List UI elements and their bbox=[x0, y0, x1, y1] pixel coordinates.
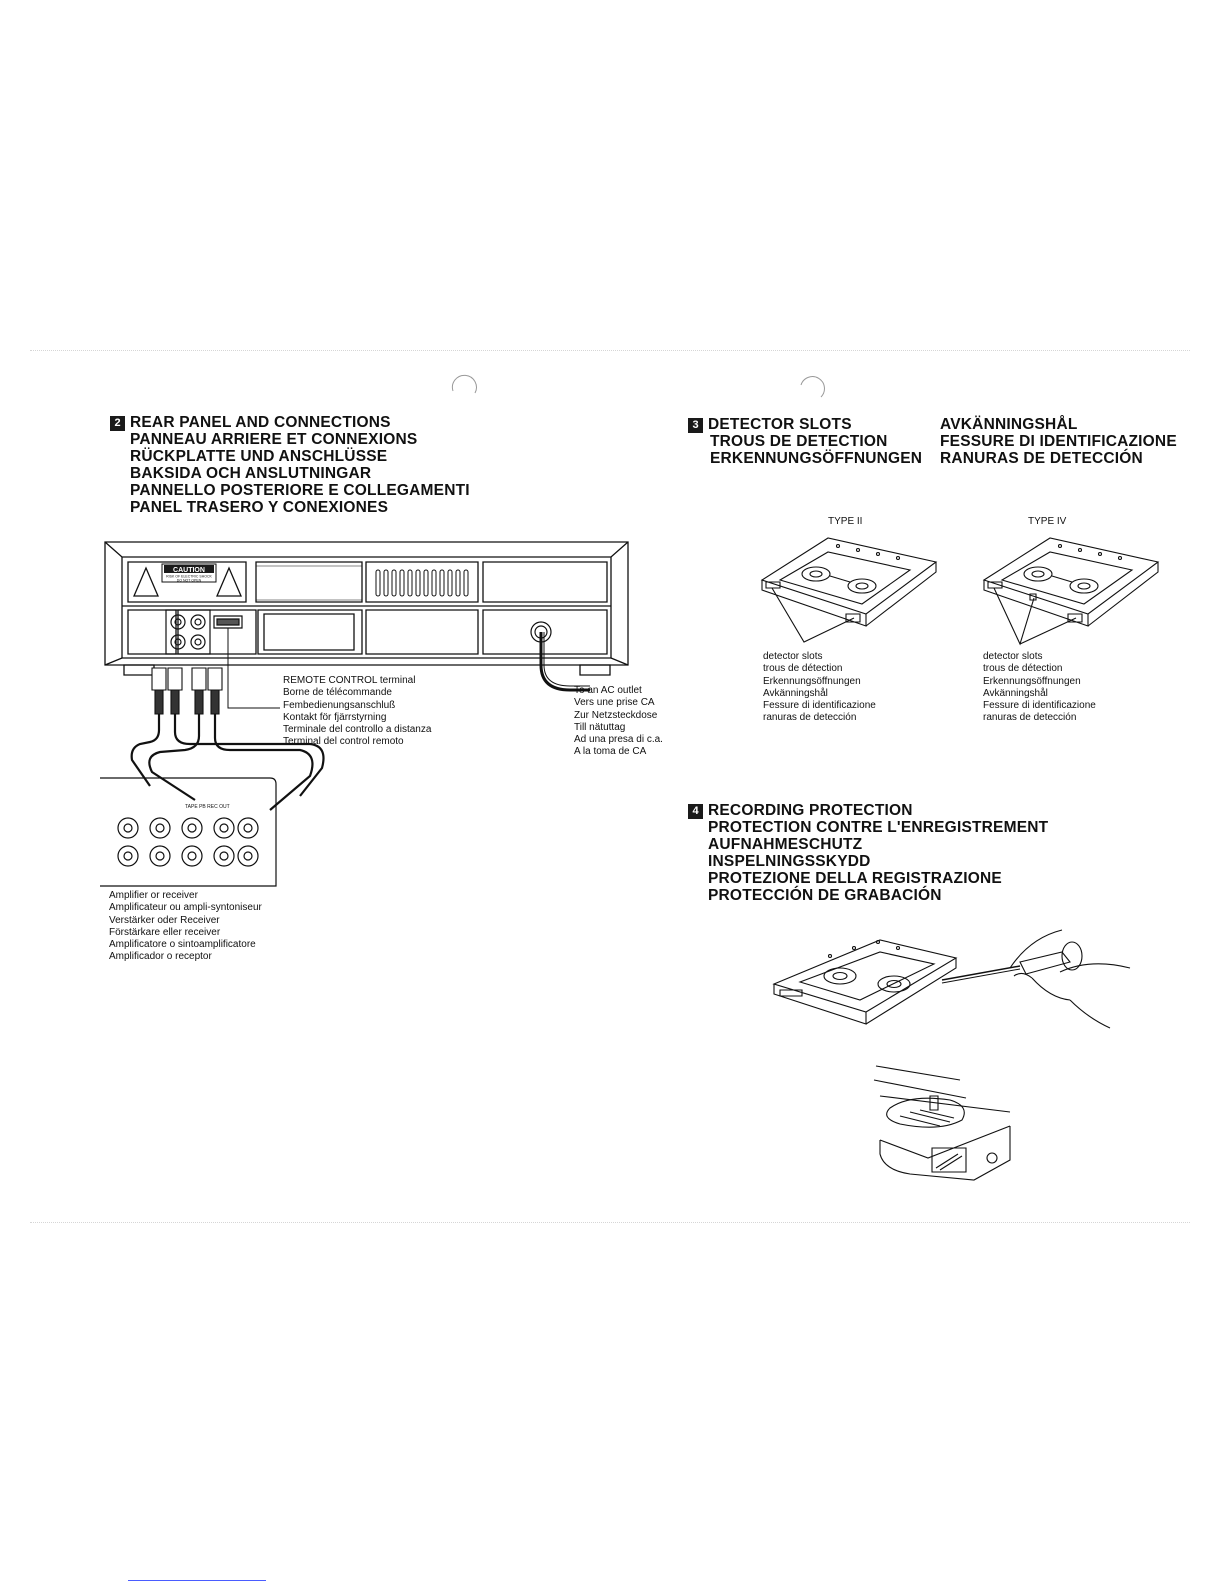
recording-protection-illustration bbox=[770, 928, 1140, 1038]
heading-rear-panel-it: PANNELLO POSTERIORE E COLLEGAMENTI bbox=[130, 482, 470, 499]
caution-sub-2: DO NOT OPEN bbox=[177, 579, 202, 583]
scan-line-top bbox=[30, 350, 1190, 351]
rear-panel-illustration: CAUTION RISK OF ELECTRIC SHOCK DO NOT OP… bbox=[100, 540, 650, 900]
heading-rear-panel-de: RÜCKPLATTE UND ANSCHLÜSSE bbox=[130, 448, 388, 465]
type-ii-label: TYPE II bbox=[828, 516, 863, 527]
heading-rear-panel-es: PANEL TRASERO Y CONEXIONES bbox=[130, 499, 389, 516]
scan-line-lower bbox=[30, 1222, 1190, 1223]
punch-hole-left bbox=[445, 363, 485, 403]
section-3-headings-right: AVKÄNNINGSHÅL FESSURE DI IDENTIFICAZIONE… bbox=[940, 416, 1177, 467]
type-ii-slot-label: detector slots trous de détection Erkenn… bbox=[763, 651, 876, 724]
type-iv-label: TYPE IV bbox=[1028, 516, 1067, 527]
caution-text: CAUTION bbox=[173, 567, 205, 574]
section-3-headings-left: DETECTOR SLOTS TROUS DE DETECTION ERKENN… bbox=[708, 416, 923, 467]
punch-hole-right bbox=[795, 365, 835, 405]
caution-sub-1: RISK OF ELECTRIC SHOCK bbox=[166, 575, 212, 579]
section-3-number: 3 bbox=[688, 418, 703, 433]
heading-rear-panel-fr: PANNEAU ARRIERE ET CONNEXIONS bbox=[130, 431, 418, 448]
ac-outlet-label: To an AC outlet Vers une prise CA Zur Ne… bbox=[574, 685, 663, 758]
section-4-number: 4 bbox=[688, 804, 703, 819]
tape-pb-rec-out-label: TAPE PB REC OUT bbox=[185, 804, 230, 810]
remote-control-label: REMOTE CONTROL terminal Borne de télécom… bbox=[283, 675, 432, 748]
section-4-headings: RECORDING PROTECTION PROTECTION CONTRE L… bbox=[708, 802, 1049, 904]
cassette-type-ii bbox=[758, 532, 948, 662]
heading-rear-panel-en: REAR PANEL AND CONNECTIONS bbox=[130, 414, 391, 431]
heading-rear-panel-sv: BAKSIDA OCH ANSLUTNINGAR bbox=[130, 465, 372, 482]
section-2-headings: REAR PANEL AND CONNECTIONS PANNEAU ARRIE… bbox=[130, 414, 550, 516]
tab-closeup-illustration bbox=[870, 1060, 1020, 1185]
type-iv-slot-label: detector slots trous de détection Erkenn… bbox=[983, 651, 1096, 724]
bottom-rule bbox=[128, 1580, 266, 1581]
cassette-type-iv bbox=[980, 532, 1170, 662]
section-2-number: 2 bbox=[110, 416, 125, 431]
amplifier-label: Amplifier or receiver Amplificateur ou a… bbox=[109, 890, 262, 963]
